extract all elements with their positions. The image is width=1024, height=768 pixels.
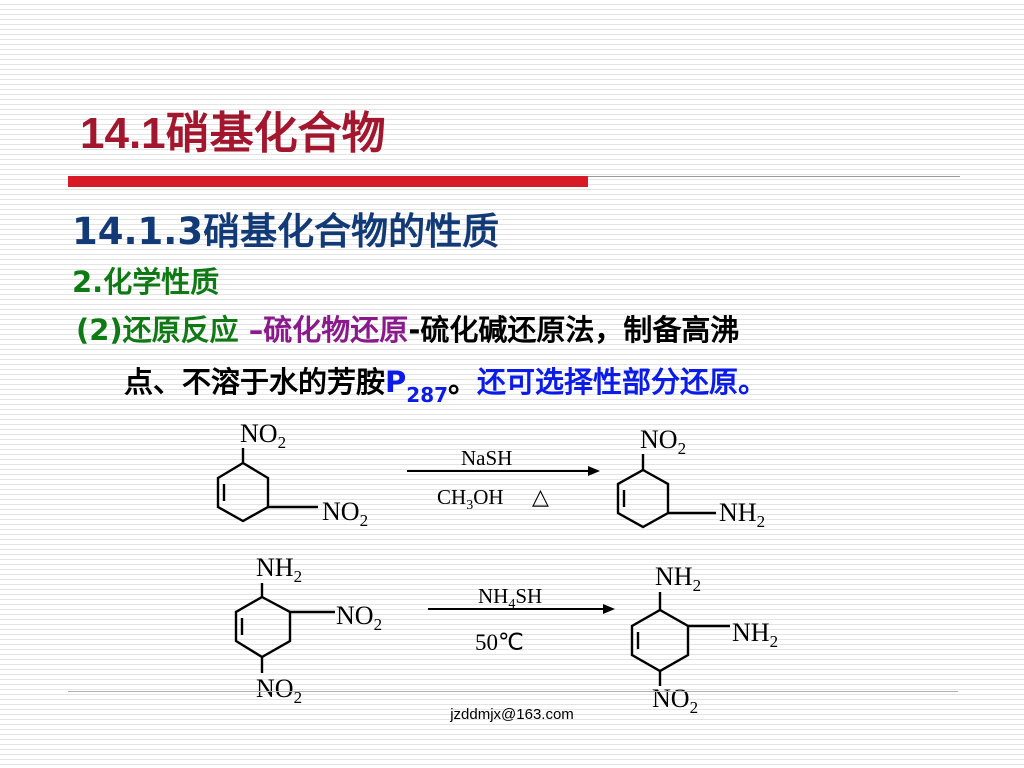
page-ref: P287 — [385, 365, 448, 407]
body-line-1: (2)还原反应 –硫化物还原-硫化碱还原法，制备高沸 — [76, 308, 739, 352]
r2-reagent-above: NH4SH — [478, 584, 542, 612]
line2-blue-text: 还可选择性部分还原。 — [477, 365, 768, 399]
item-rest: -硫化碱还原法，制备高沸 — [408, 313, 740, 347]
line2-text: 点、不溶于水的芳胺 — [124, 365, 386, 399]
title-number: 14.1 — [80, 109, 166, 158]
benzene-ring-1 — [216, 461, 270, 523]
slide-title: 14.1硝基化合物 — [80, 106, 386, 162]
r2-reactant-bottom-label: NO2 — [256, 674, 302, 707]
r2-product-bottom-label: NO2 — [652, 684, 698, 717]
reaction2-reactant — [234, 583, 335, 673]
item-dash: – — [238, 313, 264, 347]
title-underline-red — [68, 176, 588, 187]
r1-reagent-below: CH3OH — [437, 485, 504, 513]
benzene-ring-2 — [616, 468, 670, 529]
r1-reactant-top-label: NO2 — [240, 419, 286, 452]
reaction1-reactant — [216, 448, 318, 523]
page-ref-p: P — [385, 365, 407, 399]
r1-reactant-side-label: NO2 — [322, 497, 368, 530]
line2-period: 。 — [448, 365, 478, 399]
benzene-ring-4 — [630, 608, 690, 673]
r2-reactant-top-label: NH2 — [256, 553, 302, 586]
item-label: (2)还原反应 — [76, 313, 239, 347]
r1-arrow-head — [588, 466, 600, 476]
section-heading: 14.1.3硝基化合物的性质 — [72, 210, 500, 253]
r2-arrow-head — [603, 604, 615, 614]
r1-heat-symbol: △ — [532, 484, 549, 509]
title-underline-thin — [588, 176, 960, 177]
r1-product-top-label: NO2 — [640, 425, 686, 458]
r2-reactant-side-label: NO2 — [336, 601, 382, 634]
page-ref-num: 287 — [406, 383, 449, 407]
item-highlight: 硫化物还原 — [263, 313, 409, 347]
r1-product-side-label: NH2 — [719, 498, 765, 531]
r2-product-top-label: NH2 — [655, 562, 701, 595]
reaction2-product — [630, 592, 730, 686]
footer-divider — [68, 691, 958, 692]
r1-reagent-above: NaSH — [461, 446, 512, 470]
footer-email: jzddmjx@163.com — [450, 706, 574, 723]
title-text: 硝基化合物 — [165, 108, 386, 159]
r2-reagent-below: 50℃ — [475, 630, 524, 655]
reaction1-product — [616, 454, 716, 529]
r2-product-side-label: NH2 — [732, 618, 778, 651]
benzene-ring-3 — [234, 595, 292, 659]
body-line-2: 点、不溶于水的芳胺P287。还可选择性部分还原。 — [124, 360, 767, 417]
subsection-heading: 2.化学性质 — [72, 265, 220, 299]
